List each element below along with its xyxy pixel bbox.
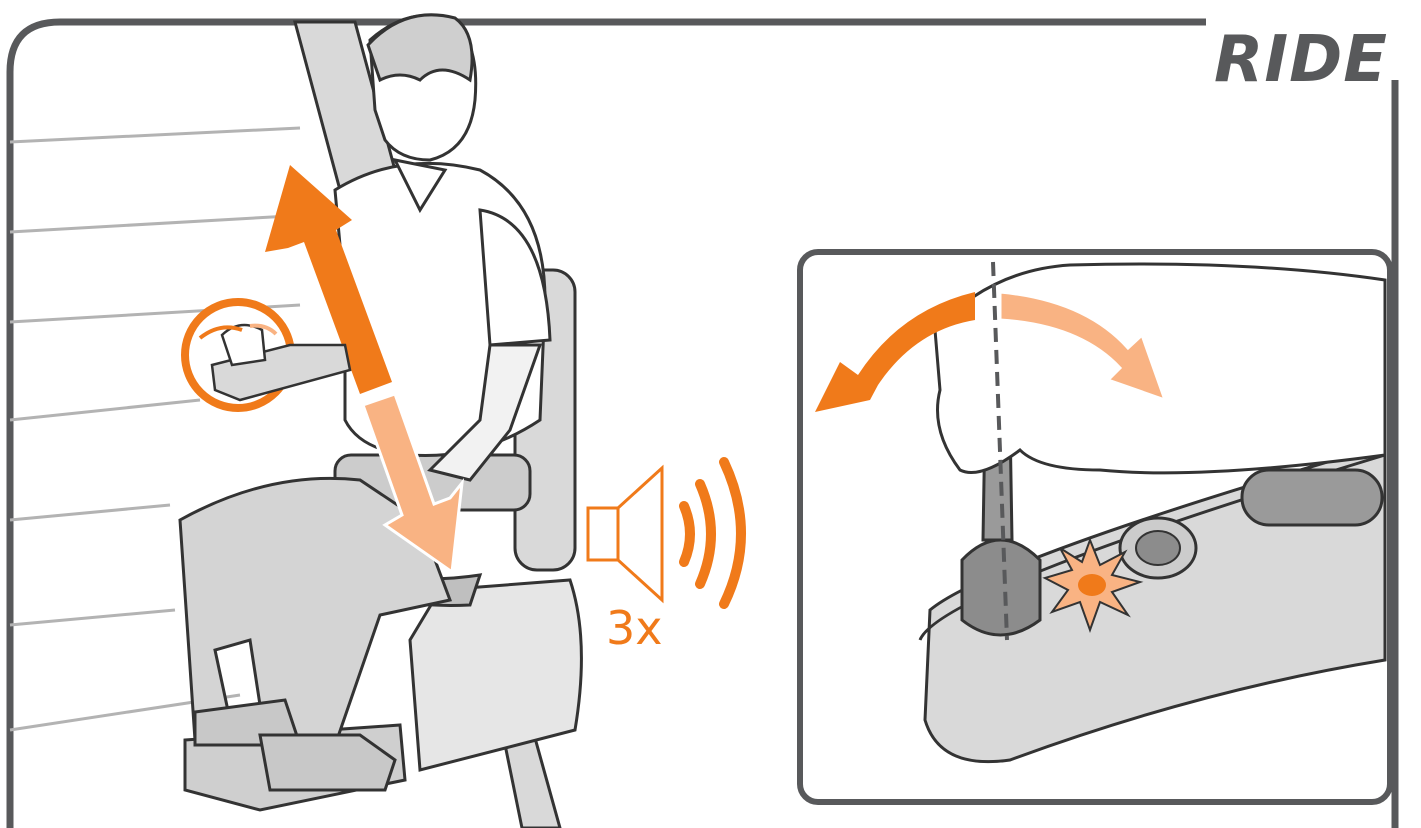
page-title: RIDE [1206,10,1396,110]
speaker-icon [588,468,662,600]
inset-panel [800,252,1390,802]
beep-count-label: 3x [606,598,676,658]
sound-waves-icon [684,462,741,604]
joystick-detail-circle [185,302,350,408]
